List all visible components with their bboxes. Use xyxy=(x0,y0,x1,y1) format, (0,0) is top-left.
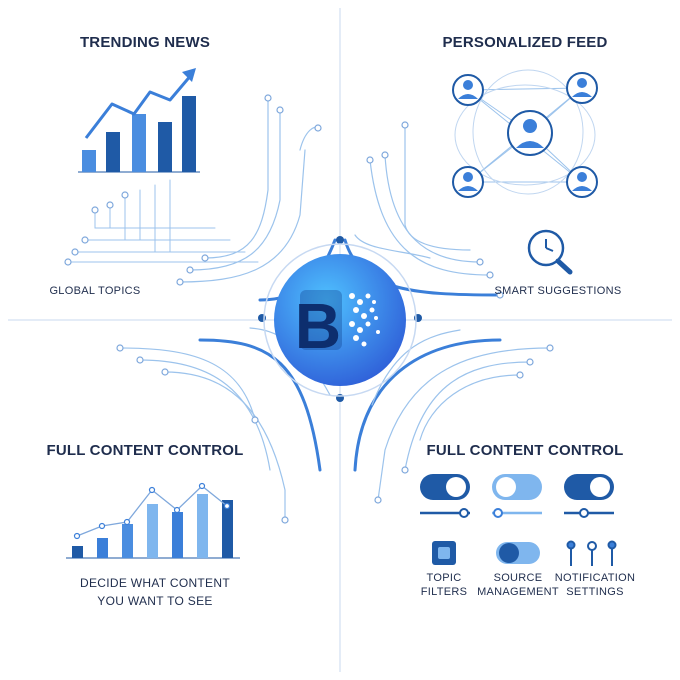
toggle-row xyxy=(420,474,614,500)
trend-bar xyxy=(132,114,146,172)
global-topics-caption: GLOBAL TOPICS xyxy=(49,285,141,297)
decide-content-caption-line2: YOU WANT TO SEE xyxy=(97,594,213,608)
toggle-switch-icon xyxy=(420,474,470,500)
slider-icon xyxy=(492,508,542,518)
center-logo xyxy=(263,243,417,397)
control-bar xyxy=(172,512,183,558)
network-user-icon xyxy=(566,166,598,198)
trend-arrow-head xyxy=(182,68,196,82)
toggle-switch-icon xyxy=(564,474,614,500)
logo-letter: B xyxy=(295,290,341,362)
topic-filter-icon xyxy=(432,541,456,565)
notification-settings-icon xyxy=(566,540,617,566)
trend-bar xyxy=(82,150,96,172)
feature-label-line2: FILTERS xyxy=(420,586,468,598)
control-bar xyxy=(147,504,158,558)
network-user-icon xyxy=(566,72,598,104)
trending-chart xyxy=(78,68,200,173)
feature-label-line1: NOTIFICATION xyxy=(554,572,636,584)
feature-label-line1: TOPIC xyxy=(426,572,462,584)
slider-icon xyxy=(564,508,614,518)
content-control-title-left: FULL CONTENT CONTROL xyxy=(46,442,244,459)
slider-icon xyxy=(420,508,470,518)
toggle-switch-icon xyxy=(492,474,542,500)
decide-content-caption-line1: DECIDE WHAT CONTENT xyxy=(80,576,230,590)
control-bar xyxy=(72,546,83,558)
trend-arrow-icon xyxy=(84,73,194,139)
user-network xyxy=(452,69,598,198)
content-control-title-right: FULL CONTENT CONTROL xyxy=(426,442,624,459)
network-user-icon xyxy=(507,110,553,156)
feature-label-line1: SOURCE xyxy=(493,572,543,584)
source-management-icon xyxy=(496,542,540,564)
control-bar xyxy=(197,494,208,558)
feature-label-line2: MANAGEMENT xyxy=(477,586,559,598)
circuit-nodes xyxy=(64,94,554,524)
control-bar xyxy=(222,500,233,558)
control-bar xyxy=(97,538,108,558)
smart-suggestions-caption: SMART SUGGESTIONS xyxy=(494,285,622,297)
personalized-feed-title: PERSONALIZED FEED xyxy=(442,34,608,51)
network-user-icon xyxy=(452,166,484,198)
content-control-chart xyxy=(66,482,240,559)
slider-row xyxy=(420,508,614,518)
trend-bar xyxy=(182,96,196,172)
trend-bar xyxy=(158,122,172,172)
network-user-icon xyxy=(452,74,484,106)
trending-news-title: TRENDING NEWS xyxy=(79,34,211,51)
control-bar xyxy=(122,524,133,558)
trend-bar xyxy=(106,132,120,172)
search-clock-icon xyxy=(527,229,573,275)
feature-label-line2: SETTINGS xyxy=(566,586,624,598)
logo-dots xyxy=(349,293,380,347)
